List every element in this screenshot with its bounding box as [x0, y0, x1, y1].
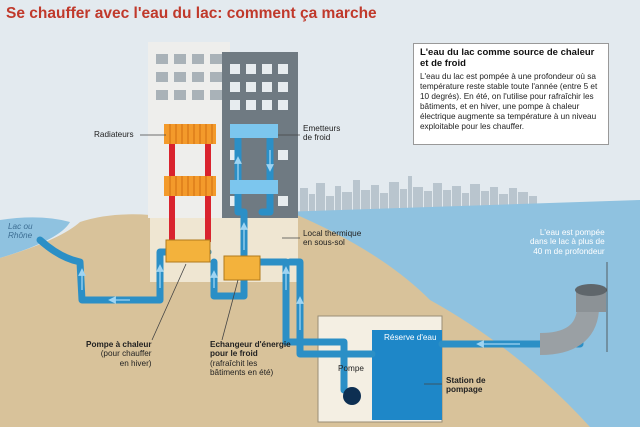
label-eau-line3: 40 m de profondeur: [533, 246, 605, 256]
label-pompe-chaleur-line3: en hiver): [119, 358, 152, 368]
label-emetteurs: Emetteurs de froid: [303, 124, 340, 143]
label-lac: Lac ou Rhône: [8, 222, 33, 241]
label-echangeur-line2: pour le froid: [210, 349, 258, 359]
info-box-body: L'eau du lac est pompée à une profondeur…: [420, 71, 598, 131]
label-eau-line2: dans le lac à plus de: [530, 237, 605, 247]
info-box: L'eau du lac comme source de chaleur et …: [413, 43, 609, 145]
label-reserve: Réserve d'eau: [384, 333, 437, 342]
label-station-line1: Station de: [446, 376, 486, 385]
label-eau-pompee: L'eau est pompée dans le lac à plus de 4…: [530, 228, 605, 256]
page-title: Se chauffer avec l'eau du lac: comment ç…: [6, 5, 377, 22]
label-pompe: Pompe: [338, 364, 364, 373]
label-lac-line1: Lac ou: [8, 222, 33, 231]
heat-pump: [165, 239, 211, 263]
label-lac-line2: Rhône: [8, 231, 33, 241]
leader-lines: [140, 134, 608, 385]
lake-left: [0, 217, 70, 258]
label-eau-line1: L'eau est pompée: [539, 228, 605, 237]
label-emetteurs-line1: Emetteurs: [303, 124, 341, 133]
pump-icon: [343, 387, 361, 405]
flow-arrows: [78, 150, 520, 348]
label-echangeur-line1: Echangeur d'énergie: [210, 340, 291, 349]
label-pompe-chaleur: Pompe à chaleur (pour chauffer en hiver): [86, 340, 152, 368]
label-echangeur-line4: bâtiments en été): [210, 368, 274, 378]
label-local-line1: Local thermique: [303, 229, 362, 238]
label-local-line2: en sous-sol: [303, 238, 345, 248]
radiator-upper: [164, 124, 216, 144]
label-pompe-chaleur-line1: Pompe à chaleur: [86, 340, 152, 349]
label-radiateurs: Radiateurs: [94, 130, 134, 139]
label-emetteurs-line2: de froid: [303, 133, 331, 143]
label-station: Station de pompage: [446, 376, 486, 395]
energy-exchanger: [223, 255, 261, 281]
town-silhouette: [300, 176, 537, 212]
info-box-heading: L'eau du lac comme source de chaleur et …: [420, 47, 595, 69]
lake-intake: [539, 284, 607, 355]
label-local-thermique: Local thermique en sous-sol: [303, 229, 361, 248]
label-station-line2: pompage: [446, 385, 483, 395]
cold-emitter-lower: [230, 180, 278, 194]
cold-emitter-upper: [230, 124, 278, 138]
label-echangeur-line3: (rafraîchit les: [210, 358, 258, 368]
label-pompe-chaleur-line2: (pour chauffer: [100, 349, 152, 359]
label-echangeur: Echangeur d'énergie pour le froid (rafra…: [210, 340, 291, 378]
radiator-lower: [164, 176, 216, 196]
water-reservoir: [372, 330, 442, 420]
